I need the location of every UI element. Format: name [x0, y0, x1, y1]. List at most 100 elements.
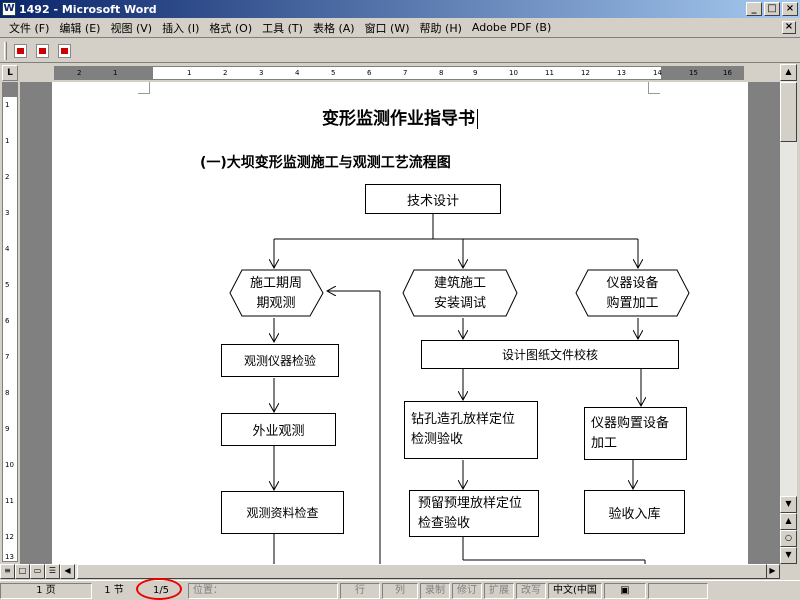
menu-view[interactable]: 视图 (V)	[110, 21, 153, 35]
margin-mark	[648, 82, 660, 94]
ruler-tick: 4	[5, 245, 10, 253]
flow-hexagon	[229, 269, 324, 317]
ruler-tick: 9	[5, 425, 10, 433]
word-app-icon: W	[2, 2, 16, 16]
menu-insert[interactable]: 插入 (I)	[162, 21, 200, 35]
menu-edit[interactable]: 编辑 (E)	[59, 21, 101, 35]
convert-and-review-pdf-button[interactable]	[54, 41, 74, 61]
menu-adobe-pdf[interactable]: Adobe PDF (B)	[471, 21, 552, 34]
convert-to-pdf-button[interactable]	[10, 41, 30, 61]
previous-page-button[interactable]: ▲	[780, 513, 797, 530]
convert-and-email-pdf-button[interactable]	[32, 41, 52, 61]
ruler-tick: 6	[5, 317, 10, 325]
tab-selector[interactable]: L	[2, 65, 18, 81]
menu-window[interactable]: 窗口 (W)	[364, 21, 410, 35]
flow-drilling: 钻孔造孔放样定位 检测验收	[404, 401, 538, 459]
status-extend[interactable]: 扩展	[484, 582, 514, 599]
status-overtype[interactable]: 改写	[516, 582, 546, 599]
flow-tech-design: 技术设计	[365, 184, 501, 214]
minimize-button[interactable]: _	[746, 2, 762, 16]
scroll-left-button[interactable]: ◀	[60, 564, 75, 579]
flow-storage: 验收入库	[584, 490, 685, 534]
document-title-line: 变形监测作业指导书	[52, 104, 748, 129]
ruler-tick: 11	[545, 69, 554, 77]
ruler-tick: 1	[5, 101, 10, 109]
status-track-changes[interactable]: 修订	[452, 582, 482, 599]
scroll-thumb[interactable]	[780, 82, 797, 142]
status-bar: 1 页 1 节 1/5 位置： 行 列 录制 修订 扩展 改写 中文(中国 ▣	[0, 580, 800, 600]
flow-text-line: 期观测	[256, 296, 296, 311]
next-page-button[interactable]: ▼	[780, 547, 797, 564]
vertical-ruler[interactable]: 1 1 2 3 4 5 6 7 8 9 10 11 12 13	[2, 82, 18, 562]
menu-table[interactable]: 表格 (A)	[312, 21, 355, 35]
pdf-toolbar	[0, 39, 800, 63]
document-close-button[interactable]: ×	[782, 21, 796, 34]
status-position: 位置：	[188, 582, 338, 599]
ruler-tick: 4	[295, 69, 300, 77]
ruler-tick: 3	[5, 209, 10, 217]
print-layout-view-button[interactable]: ▭	[30, 564, 45, 579]
ruler-tick: 2	[223, 69, 228, 77]
maximize-button[interactable]: □	[764, 2, 780, 16]
flow-text-line: 建筑施工	[433, 276, 486, 291]
ruler-top-margin	[3, 83, 17, 97]
horizontal-scroll-track[interactable]	[75, 564, 767, 579]
ruler-tick: 9	[473, 69, 478, 77]
flow-text-line: 检测验收	[411, 432, 464, 447]
menu-tools[interactable]: 工具 (T)	[262, 21, 303, 35]
status-record[interactable]: 录制	[420, 582, 450, 599]
flow-hexagon	[575, 269, 690, 317]
flow-instrument-purchase: 仪器设备 购置加工	[588, 274, 677, 314]
document-area[interactable]: 变形监测作业指导书 (一)大坝变形监测施工与观测工艺流程图	[20, 82, 780, 564]
document-page[interactable]: 变形监测作业指导书 (一)大坝变形监测施工与观测工艺流程图	[52, 82, 748, 564]
ruler-tick: 3	[259, 69, 264, 77]
menu-help[interactable]: 帮助 (H)	[419, 21, 462, 35]
web-layout-view-button[interactable]: □	[15, 564, 30, 579]
status-line: 行	[340, 582, 380, 599]
spelling-status-icon[interactable]: ▣	[603, 582, 646, 599]
ruler-right-margin	[661, 67, 743, 79]
status-page: 1 页	[0, 582, 92, 599]
ruler-tick: 1	[113, 69, 118, 77]
ruler-tick: 13	[617, 69, 626, 77]
flow-text-line: 预留预埋放样定位	[418, 495, 523, 511]
horizontal-scrollbar[interactable]: ≡ □ ▭ ☰ ◀ ▶	[0, 564, 780, 579]
outline-view-button[interactable]: ☰	[45, 564, 60, 579]
menu-bar: 文件 (F) 编辑 (E) 视图 (V) 插入 (I) 格式 (O) 工具 (T…	[0, 18, 800, 38]
ruler-tick: 12	[581, 69, 590, 77]
ruler-left-margin	[55, 67, 153, 79]
horizontal-scroll-thumb[interactable]	[77, 564, 767, 579]
flow-text-line: 购置加工	[606, 296, 659, 311]
ruler-tick: 10	[5, 461, 14, 469]
ruler-tick: 8	[439, 69, 444, 77]
ruler-tick: 6	[367, 69, 372, 77]
scroll-right-button[interactable]: ▶	[765, 564, 780, 579]
status-language: 中文(中国	[548, 582, 602, 599]
pdf-email-icon	[35, 43, 49, 58]
select-browse-object-button[interactable]: ○	[780, 530, 797, 547]
ruler-tick: 1	[5, 137, 10, 145]
normal-view-button[interactable]: ≡	[0, 564, 15, 579]
ruler-tick: 2	[5, 173, 10, 181]
menu-file[interactable]: 文件 (F)	[9, 21, 50, 35]
ruler-tick: 15	[689, 69, 698, 77]
ruler-tick: 1	[187, 69, 192, 77]
toolbar-grip[interactable]	[4, 41, 7, 60]
scroll-down-button[interactable]: ▼	[780, 496, 797, 513]
vertical-scrollbar[interactable]: ▲ ▼ ▲ ○ ▼	[780, 64, 797, 564]
flow-text-line: 仪器设备	[606, 276, 659, 291]
ruler-tick: 5	[331, 69, 336, 77]
text-cursor	[477, 109, 478, 129]
flow-construct-observe: 施工期周 期观测	[235, 274, 317, 314]
ruler-tick: 5	[5, 281, 10, 289]
ruler-tick: 16	[723, 69, 732, 77]
ruler-tick: 8	[5, 389, 10, 397]
ruler-tick: 7	[5, 353, 10, 361]
ruler-tick: 14	[653, 69, 662, 77]
horizontal-ruler[interactable]: 2 1 1 2 3 4 5 6 7 8 9 10 11 12 13 14 15 …	[54, 66, 744, 80]
section-heading: (一)大坝变形监测施工与观测工艺流程图	[200, 155, 451, 171]
close-button[interactable]: ×	[782, 2, 798, 16]
menu-format[interactable]: 格式 (O)	[209, 21, 253, 35]
document-title: 变形监测作业指导书	[322, 109, 475, 129]
scroll-up-button[interactable]: ▲	[780, 64, 797, 81]
